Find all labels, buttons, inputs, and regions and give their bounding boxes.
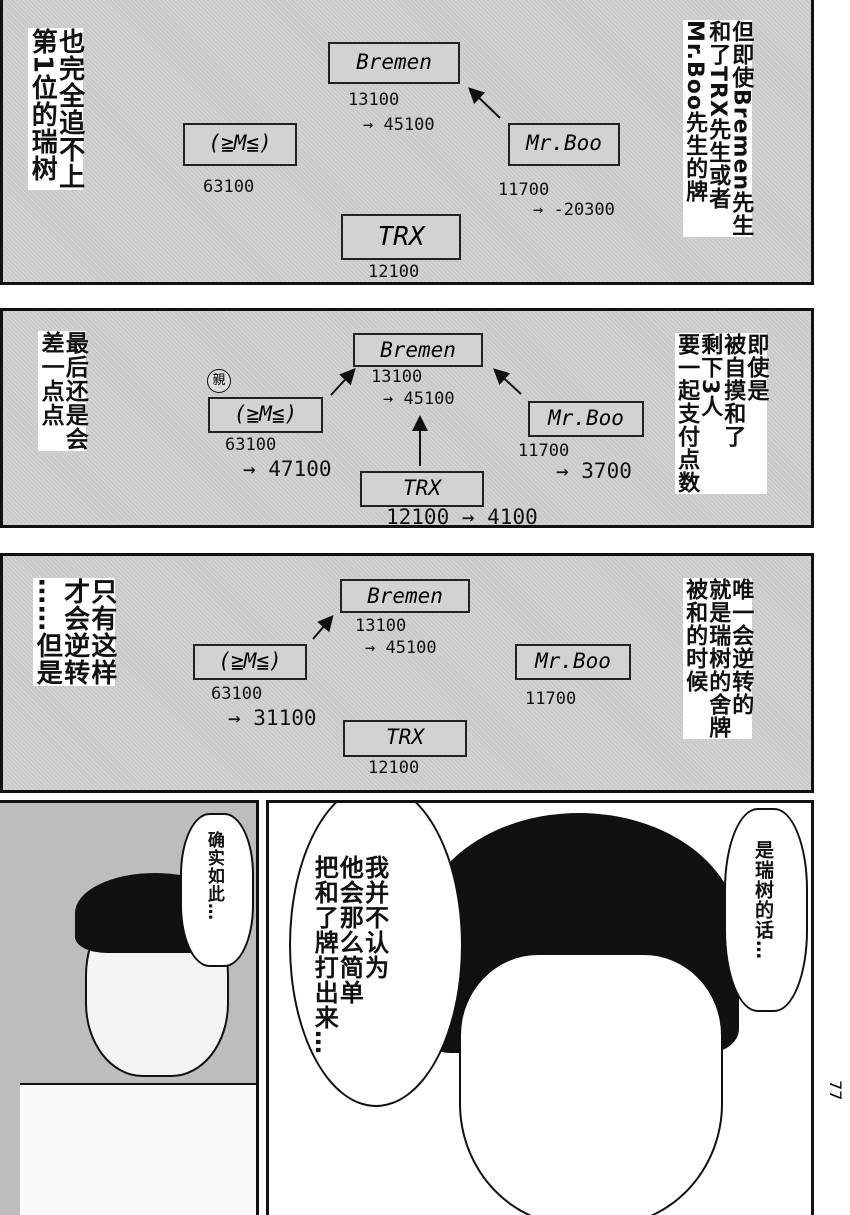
text-line: 被和的时候: [682, 578, 708, 693]
text-line: 才会逆转: [59, 578, 90, 686]
narration-left: 只有这样才会逆转……但是: [32, 578, 117, 686]
score-after: → 45100: [383, 389, 455, 409]
player-self: (≧M≦): [208, 397, 323, 433]
score-after: → 45100: [365, 638, 437, 658]
text-line: 要一起支付点数: [674, 333, 700, 494]
text-line: 唯一会逆转的: [728, 578, 754, 716]
score: 11700: [525, 689, 577, 709]
speech-bubble: 确实如此…: [180, 813, 254, 967]
player-mrboo: Mr.Boo: [528, 401, 644, 437]
player-trx: TRX: [360, 471, 484, 507]
score: 11700: [498, 180, 550, 200]
text-line: 他会那么简单: [335, 855, 364, 1005]
text-line: 剩下3人: [697, 333, 723, 419]
narration-left: 最后还是会差一点点: [37, 331, 88, 451]
narration-right: 即使是被自摸和了剩下3人要一起支付点数: [674, 333, 769, 494]
player-trx: TRX: [341, 214, 461, 260]
text-line: 我并不认为: [360, 855, 389, 980]
score-after: → -20300: [533, 200, 615, 220]
character-boy-shirt: [20, 1083, 256, 1215]
score: 12100: [386, 505, 450, 529]
player-mrboo: Mr.Boo: [515, 644, 631, 680]
player-self: (≧M≦): [183, 123, 297, 166]
text-line: 第1位的瑞树: [27, 28, 58, 183]
speech-bubble: 是瑞树的话…: [724, 808, 808, 1012]
score: 13100: [371, 367, 423, 387]
player-bremen: Bremen: [353, 333, 483, 367]
score: 13100: [355, 616, 407, 636]
narration-right: 唯一会逆转的就是瑞树的舍牌被和的时候: [682, 578, 754, 739]
score: 63100: [211, 684, 263, 704]
text-line: 但即使Bremen先生: [728, 20, 754, 238]
panel-bottom-right: 我并不认为他会那么简单把和了牌打出来… 是瑞树的话…: [266, 800, 814, 1215]
score-after: → 31100: [228, 706, 317, 730]
score: 13100: [348, 90, 400, 110]
page-number: 77: [826, 1080, 845, 1101]
score: 11700: [518, 441, 570, 461]
speech-bubble: 我并不认为他会那么简单把和了牌打出来…: [289, 803, 463, 1107]
score-after: → 45100: [363, 115, 435, 135]
player-bremen: Bremen: [340, 579, 470, 613]
panel-3: 只有这样才会逆转……但是 唯一会逆转的就是瑞树的舍牌被和的时候 Bremen 1…: [0, 553, 814, 793]
score-after: 12100 → 4100: [386, 505, 538, 529]
score: 63100: [203, 177, 255, 197]
score-after: → 47100: [243, 457, 332, 481]
text-line: 把和了牌打出来…: [310, 855, 339, 1055]
text-line: 也完全追不上: [54, 28, 85, 190]
character-girl-face: [459, 953, 723, 1215]
score-after: → 3700: [556, 459, 632, 483]
speech-text: 确实如此…: [203, 831, 224, 921]
narration-left: 也完全追不上第1位的瑞树: [27, 28, 85, 190]
score: 12100: [368, 758, 420, 778]
dealer-stamp: 親: [207, 369, 231, 393]
player-bremen: Bremen: [328, 42, 460, 84]
speech-text: 是瑞树的话…: [751, 840, 774, 960]
score: 63100: [225, 435, 277, 455]
player-self: (≧M≦): [193, 644, 307, 680]
text-line: 和了TRX先生或者: [705, 20, 731, 210]
text-line: 最后还是会: [61, 331, 88, 451]
player-trx: TRX: [343, 720, 467, 757]
speech-text: 我并不认为他会那么简单把和了牌打出来…: [310, 855, 389, 1055]
text-line: 只有这样: [86, 578, 117, 686]
text-line: ……但是: [32, 578, 63, 686]
score: 12100: [368, 262, 420, 282]
text-line: 即使是: [743, 333, 769, 402]
text-line: Mr.Boo先生的牌: [682, 20, 708, 203]
text-line: 差一点点: [37, 331, 64, 427]
text-line: 就是瑞树的舍牌: [705, 578, 731, 739]
score-after: → 4100: [461, 505, 538, 529]
panel-2: 最后还是会差一点点 即使是被自摸和了剩下3人要一起支付点数 親 Bremen 1…: [0, 308, 814, 529]
player-mrboo: Mr.Boo: [508, 123, 620, 166]
panel-bottom-left: 确实如此…: [0, 800, 259, 1215]
text-line: 被自摸和了: [720, 333, 746, 448]
